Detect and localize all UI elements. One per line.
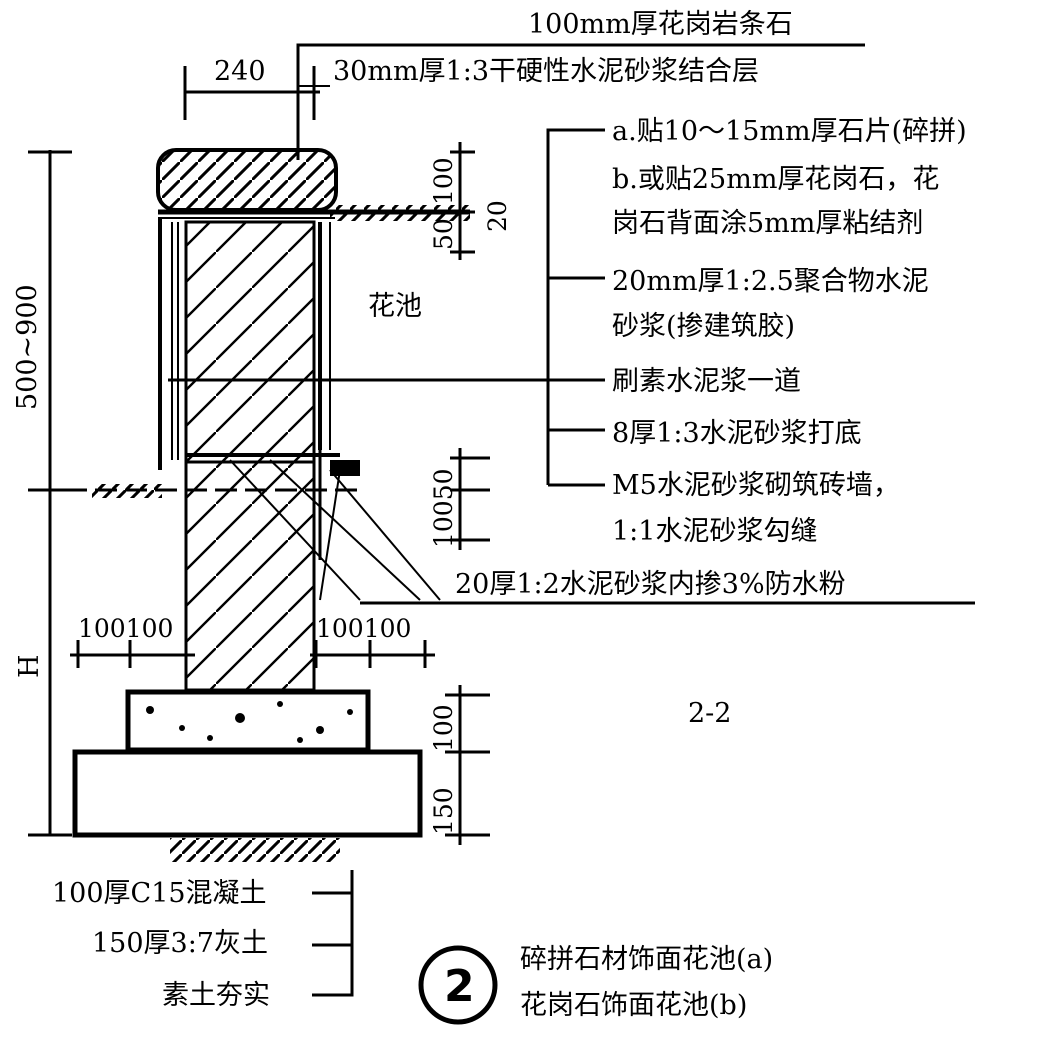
label-polymer-mortar1: 20mm厚1:2.5聚合物水泥	[612, 266, 929, 297]
label-top-granite: 100mm厚花岗岩条石	[528, 9, 793, 40]
dim-left-offset: 100100	[78, 614, 173, 643]
label-base-mortar: 8厚1:3水泥砂浆打底	[612, 418, 862, 449]
section-circle-number: 2	[444, 961, 475, 1012]
dim-foundation-height: H	[14, 654, 45, 678]
dim-footing-100: 100	[429, 704, 458, 752]
brick-wall-lower	[184, 460, 316, 692]
dim-cap-20: 20	[483, 200, 512, 232]
label-cement-slurry: 刷素水泥浆一道	[612, 366, 801, 397]
label-lime-soil: 150厚3:7灰土	[92, 928, 268, 959]
dim-top-width: 240	[214, 56, 266, 87]
label-polymer-mortar2: 砂浆(掺建筑胶)	[612, 311, 795, 342]
concrete-footing	[125, 689, 371, 753]
label-brick-wall2: 1:1水泥砂浆勾缝	[612, 516, 817, 547]
brick-wall-upper	[184, 220, 316, 464]
dim-height-range: 500~900	[12, 284, 43, 410]
label-finish-a: a.贴10～15mm厚石片(碎拼)	[612, 116, 967, 147]
label-finish-b1: b.或贴25mm厚花岗石，花	[612, 164, 939, 195]
label-compacted-soil: 素土夯实	[162, 980, 270, 1011]
label-planter: 花池	[368, 291, 422, 322]
dim-cap-100: 100	[429, 157, 458, 205]
dim-cap-50: 50	[429, 218, 458, 250]
label-brick-wall1: M5水泥砂浆砌筑砖墙，	[612, 470, 900, 501]
section-title-a: 碎拼石材饰面花池(a)	[520, 944, 773, 975]
section-mark: 2-2	[688, 698, 731, 729]
dim-footing-150: 150	[429, 787, 458, 835]
label-bedding-mortar: 30mm厚1:3干硬性水泥砂浆结合层	[333, 56, 759, 87]
label-finish-b2: 岗石背面涂5mm厚粘结剂	[612, 208, 923, 239]
dim-right-offset: 100100	[316, 614, 411, 643]
section-circle-icon	[418, 945, 498, 1025]
label-waterproof: 20厚1:2水泥砂浆内掺3%防水粉	[455, 569, 846, 600]
granite-cap	[156, 148, 338, 212]
dim-wall-100-50: 10050	[429, 468, 458, 548]
label-concrete: 100厚C15混凝土	[52, 878, 267, 909]
section-title-b: 花岗石饰面花池(b)	[520, 990, 747, 1021]
lime-soil-footing	[72, 749, 423, 838]
